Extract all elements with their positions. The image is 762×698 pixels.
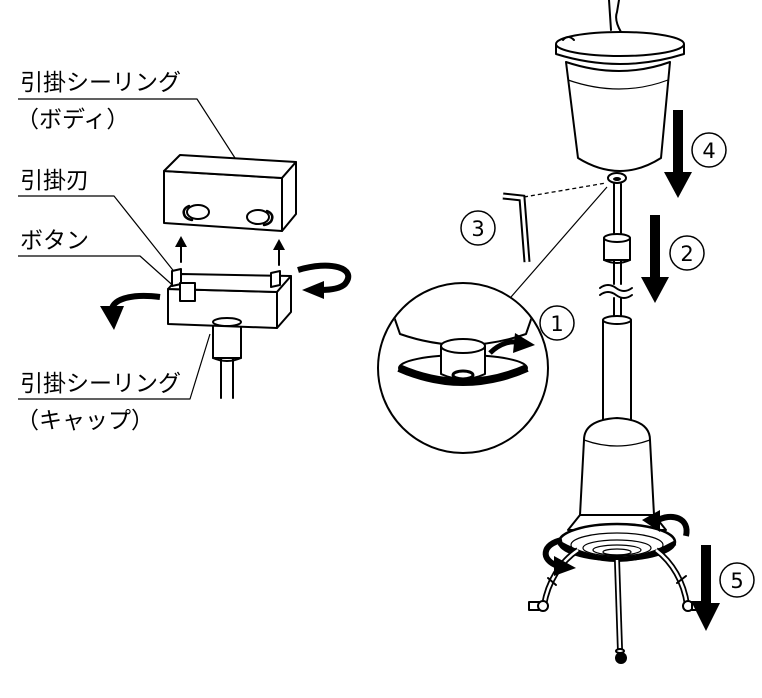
- label-ceiling-cap-line2: （キャップ）: [16, 408, 154, 434]
- label-button: ボタン: [18, 228, 179, 291]
- cord-stopper: [603, 233, 631, 264]
- down-arrow-step2-icon: [641, 215, 669, 303]
- suspension-cord-top: [608, 0, 622, 33]
- hook-blade-right: [270, 270, 281, 288]
- label-ceiling-cap: 引掛シーリング （キャップ）: [16, 333, 211, 434]
- ceiling-body-recess-right: [246, 209, 274, 227]
- up-arrow-left-icon: [175, 236, 187, 263]
- label-hook-blade: 引掛刃: [18, 168, 177, 275]
- label-ceiling-body-line1: 引掛シーリング: [20, 70, 181, 96]
- label-button-text: ボタン: [20, 228, 89, 254]
- canopy-body: [565, 61, 671, 172]
- step-badge-5: 5: [719, 562, 755, 598]
- magnifier-bushing: [440, 338, 486, 381]
- down-arrow-step4-icon: [664, 110, 692, 198]
- step-badge-2: 2: [669, 235, 705, 271]
- step-number-2: 2: [680, 242, 693, 266]
- rotate-arrow-left-icon: [100, 292, 161, 330]
- leader-line-hook-blade: [18, 195, 177, 275]
- label-ceiling-body-line2: （ボディ）: [16, 107, 129, 133]
- canopy-body-band: [567, 79, 669, 90]
- magnifier-ring-band: [397, 364, 529, 386]
- ceiling-cap-stem-top: [212, 317, 242, 327]
- down-arrow-step5-icon: [692, 545, 720, 631]
- magnifier-leader-line: [510, 186, 608, 298]
- hook-blade-left: [171, 268, 182, 287]
- leader-line-ceiling-body: [18, 98, 236, 159]
- step-badge-4: 4: [691, 132, 727, 168]
- cord-break-mark: [599, 284, 633, 299]
- ceiling-body-box: [163, 154, 297, 232]
- label-hook-blade-text: 引掛刃: [20, 168, 89, 194]
- power-cord-left: [220, 355, 234, 399]
- step-number-1: 1: [550, 312, 563, 336]
- rotate-arrow-right-icon: [297, 262, 352, 299]
- shade-frame-knob: [615, 648, 627, 664]
- ceiling-cap-side-face: [276, 275, 292, 329]
- label-ceiling-cap-line1: 引掛シーリング: [20, 371, 181, 397]
- magnifier-detail: [377, 282, 549, 454]
- canopy-bottom-hole: [613, 177, 621, 181]
- leader-line-button: [18, 255, 179, 291]
- hex-key-icon: [502, 192, 531, 263]
- step-badge-1: 1: [539, 305, 575, 341]
- socket-housing: [567, 417, 667, 531]
- step-number-3: 3: [471, 217, 484, 241]
- ceiling-body-side-face: [281, 161, 297, 232]
- ceiling-cap: [167, 268, 292, 329]
- label-ceiling-body: 引掛シーリング （ボディ）: [16, 70, 236, 159]
- shade-screw-left: [528, 600, 549, 612]
- hex-key-guide-dashed-line: [523, 182, 607, 198]
- leader-line-ceiling-cap: [18, 333, 211, 400]
- canopy: [555, 31, 685, 184]
- step-number-4: 4: [702, 139, 715, 163]
- step-number-5: 5: [730, 569, 743, 593]
- rotate-arrow-ring-left-icon: [542, 537, 576, 576]
- step-badge-3: 3: [460, 210, 496, 246]
- canopy-plate-notch: [562, 36, 575, 41]
- canopy-plate: [555, 31, 685, 57]
- rotate-arrow-ring-right-icon: [642, 510, 690, 537]
- shade-holder-ring: [557, 522, 677, 562]
- ceiling-body-recess-left: [182, 204, 210, 222]
- magnifier-rotate-arrow-icon: [488, 333, 535, 355]
- up-arrow-right-icon: [273, 239, 285, 266]
- release-button: [179, 282, 196, 302]
- suspension-pipe: [602, 315, 632, 423]
